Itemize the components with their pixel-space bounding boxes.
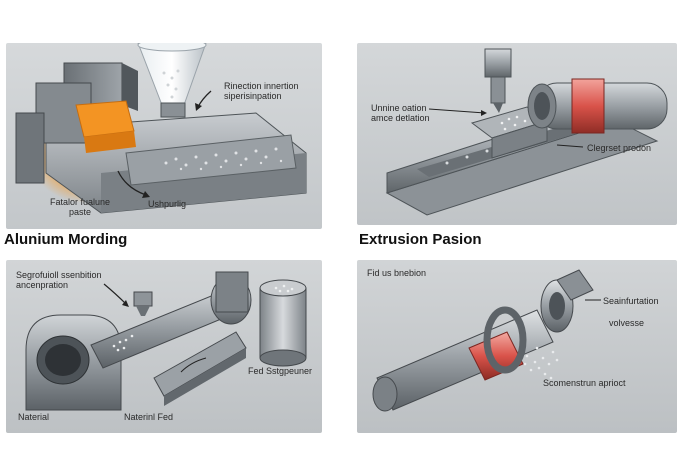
- extrusion-panel: Unnine oation amce detlation Clegrset pr…: [357, 43, 677, 225]
- feed-label-line1: Fatalor fualune: [50, 197, 111, 207]
- injection-molding-illustration: [15, 43, 307, 214]
- material-feed-label: Naterinl Fed: [124, 412, 174, 422]
- feed-top-label: Segrofuioll ssenbition ancenpration: [16, 270, 102, 290]
- extrusion-illustration: [385, 48, 668, 216]
- extrusion-left-label-line1: Unnine oation: [371, 103, 427, 113]
- material-label: Naterial: [18, 412, 50, 422]
- extrusion-left-label-line2: amce detlation: [371, 113, 430, 123]
- caption-top-right: Extrusion Pasion: [359, 231, 482, 248]
- injection-molding-panel: Rinection innertion siperisinpation Fata…: [6, 43, 322, 229]
- screw-feed-panel: Fid us bnebion Seainfurtation volvesse S…: [357, 260, 677, 433]
- extrusion-left-label: Unnine oation amce detlation: [371, 103, 430, 123]
- injection-label: Rinection innertion siperisinpation: [224, 81, 299, 101]
- screw-right-label-2: volvesse: [609, 318, 645, 328]
- material-feed-panel: Segrofuioll ssenbition ancenpration Fed …: [6, 260, 322, 433]
- injection-label-line1: Rinection innertion: [224, 81, 299, 91]
- feed-top-label-line1: Segrofuioll ssenbition: [16, 270, 102, 280]
- injection-label-line2: siperisinpation: [224, 91, 282, 101]
- extrusion-right-label: Clegrset prodon: [587, 143, 652, 153]
- feed-label: Fatalor fualune paste: [50, 197, 110, 217]
- feed-bin-label: Fed Sstgpeuner: [248, 366, 313, 376]
- feed-label-line2: paste: [69, 207, 92, 217]
- screw-bottom-label: Scomenstrun aprioct: [543, 378, 626, 388]
- screw-feed-illustration: [372, 269, 601, 412]
- bottom-label: Ushpurlig: [148, 199, 187, 209]
- caption-top-left: Alunium Mording: [4, 231, 128, 248]
- screw-right-label-1: Seainfurtation: [603, 296, 659, 306]
- material-feed-illustration: [25, 271, 307, 411]
- feed-top-label-line2: ancenpration: [16, 280, 69, 290]
- screw-top-label: Fid us bnebion: [367, 268, 427, 278]
